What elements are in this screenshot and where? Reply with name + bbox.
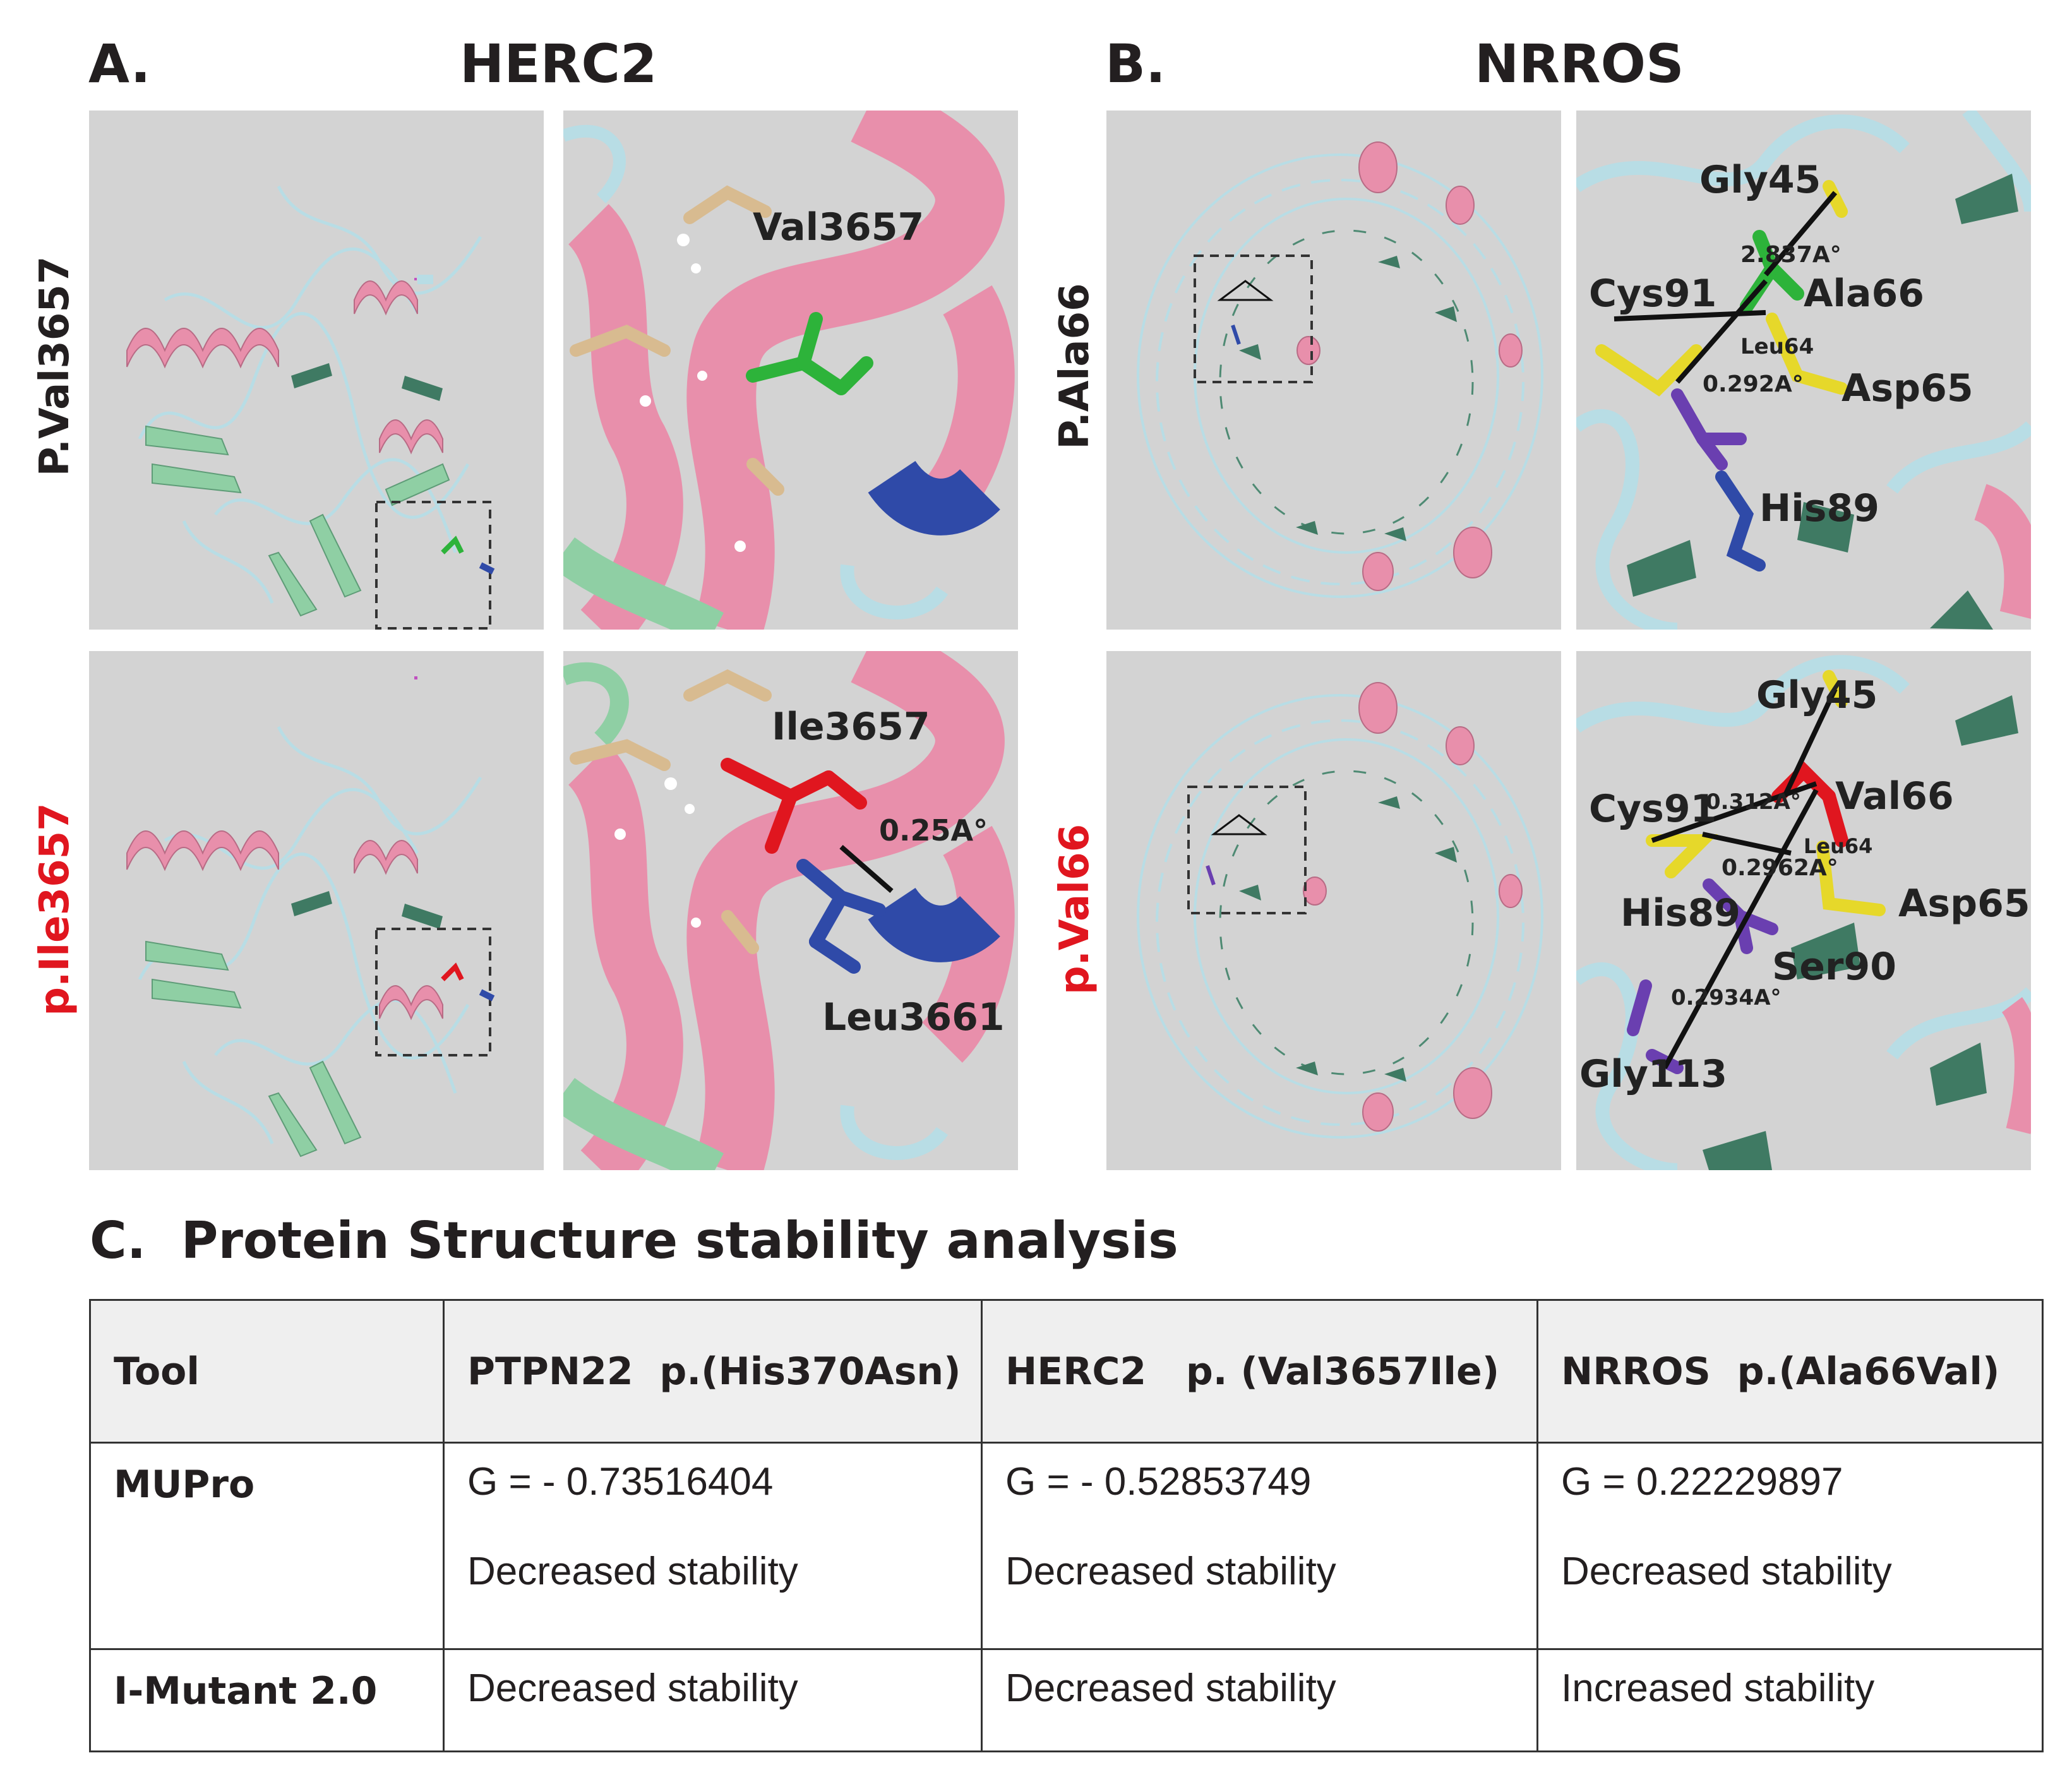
mupro-ptpn22-result: Decreased stability: [467, 1550, 798, 1594]
stability-table: Tool PTPN22 p.(His370Asn) HERC2 p. (Val3…: [89, 1298, 2044, 1753]
nrros-wt-label-asp65: Asp65: [1841, 366, 1973, 410]
nrros-mut-label-ser90: Ser90: [1772, 945, 1896, 989]
nrros-mut-distance-2: 0.2962A°: [1722, 855, 1838, 881]
panel-a-title: HERC2: [460, 33, 657, 95]
nrros-mut-label-leu64: Leu64: [1804, 834, 1872, 858]
panel-b-letter: B.: [1105, 33, 1166, 95]
nrros-mut-distance-1: 0.312A°: [1706, 789, 1801, 815]
mupro-nrros-result: Decreased stability: [1561, 1550, 1892, 1594]
herc2-wt-overview-image: [89, 111, 544, 630]
nrros-mut-label-gly113: Gly113: [1579, 1052, 1727, 1096]
herc2-mut-overview-image: [89, 651, 544, 1170]
table-cell: Decreased stability: [443, 1648, 983, 1753]
tool-imutant: I-Mutant 2.0: [114, 1668, 378, 1713]
imutant-ptpn22-result: Decreased stability: [467, 1666, 798, 1710]
panel-a-letter: A.: [88, 33, 151, 95]
nrros-wt-zoom-image: Gly45 2.837A° Cys91 Ala66 Leu64 0.292A° …: [1576, 111, 2031, 630]
nrros-wt-distance-2: 0.292A°: [1703, 371, 1804, 397]
table-cell-tool: I-Mutant 2.0: [89, 1648, 445, 1753]
panel-c-heading: C. Protein Structure stability analysis: [90, 1211, 1178, 1270]
herc2-mut-distance-label: 0.25A°: [879, 813, 988, 847]
nrros-wt-overview-image: [1106, 111, 1561, 630]
table-header-cell: HERC2 p. (Val3657Ile): [981, 1298, 1538, 1444]
herc2-mut-residue-label: Ile3657: [772, 705, 930, 749]
nrros-wt-distance-1: 2.837A°: [1740, 242, 1841, 268]
nrros-wt-label-his89: His89: [1759, 486, 1879, 530]
nrros-mut-label-asp65: Asp65: [1898, 882, 2030, 926]
herc2-mut-neighbor-label: Leu3661: [822, 995, 1005, 1039]
table-cell: G = 0.22229897 Decreased stability: [1536, 1442, 2044, 1650]
table-cell-tool: MUPro: [89, 1442, 445, 1650]
table-header-cell: Tool: [89, 1298, 445, 1444]
nrros-wt-label-leu64: Leu64: [1740, 334, 1814, 359]
mupro-herc2-g: G = - 0.52853749: [1005, 1460, 1312, 1504]
nrros-mut-label-his89: His89: [1620, 891, 1740, 935]
nrros-mut-label-gly45: Gly45: [1756, 673, 1877, 717]
table-cell: G = - 0.73516404 Decreased stability: [443, 1442, 983, 1650]
mupro-herc2-result: Decreased stability: [1005, 1550, 1336, 1594]
table-header-cell: PTPN22 p.(His370Asn): [443, 1298, 983, 1444]
imutant-herc2-result: Decreased stability: [1005, 1666, 1336, 1710]
table-row: I-Mutant 2.0 Decreased stability Decreas…: [89, 1648, 2044, 1753]
panel-a-row-label-mut: p.Ile3657: [32, 803, 78, 1016]
herc2-mut-zoom-image: Ile3657 0.25A° Leu3661: [563, 651, 1018, 1170]
nrros-mut-overview-image: [1106, 651, 1561, 1170]
nrros-mut-label-cys91: Cys91: [1589, 787, 1716, 831]
table-cell: Increased stability: [1536, 1648, 2044, 1753]
panel-b-row-label-mut: p.Val66: [1051, 823, 1098, 995]
imutant-nrros-result: Increased stability: [1561, 1666, 1875, 1710]
mupro-nrros-g: G = 0.22229897: [1561, 1460, 1843, 1504]
header-nrros: NRROS p.(Ala66Val): [1561, 1349, 2000, 1394]
panel-b-row-label-wt: P.Ala66: [1051, 283, 1098, 450]
mupro-ptpn22-g: G = - 0.73516404: [467, 1460, 774, 1504]
header-herc2: HERC2 p. (Val3657Ile): [1005, 1349, 1500, 1394]
table-cell: G = - 0.52853749 Decreased stability: [981, 1442, 1538, 1650]
nrros-mut-zoom-image: Gly45 0.312A° Cys91 Val66 Leu64 0.2962A°…: [1576, 651, 2031, 1170]
table-header-cell: NRROS p.(Ala66Val): [1536, 1298, 2044, 1444]
panel-b-title: NRROS: [1475, 33, 1684, 95]
tool-mupro: MUPro: [114, 1463, 255, 1507]
table-row: MUPro G = - 0.73516404 Decreased stabili…: [89, 1442, 2044, 1650]
header-tool: Tool: [114, 1349, 200, 1394]
header-ptpn22: PTPN22 p.(His370Asn): [467, 1349, 961, 1394]
panel-a-row-label-wt: P.Val3657: [32, 256, 78, 477]
nrros-wt-label-cys91: Cys91: [1589, 272, 1716, 316]
nrros-mut-distance-3: 0.2934A°: [1671, 985, 1782, 1010]
table-header-row: Tool PTPN22 p.(His370Asn) HERC2 p. (Val3…: [89, 1298, 2044, 1444]
herc2-wt-residue-label: Val3657: [753, 205, 924, 249]
herc2-wt-zoom-image: Val3657: [563, 111, 1018, 630]
nrros-wt-label-ala66: Ala66: [1804, 272, 1924, 316]
table-cell: Decreased stability: [981, 1648, 1538, 1753]
nrros-mut-label-val66: Val66: [1835, 774, 1954, 818]
nrros-wt-label-gly45: Gly45: [1699, 158, 1821, 202]
